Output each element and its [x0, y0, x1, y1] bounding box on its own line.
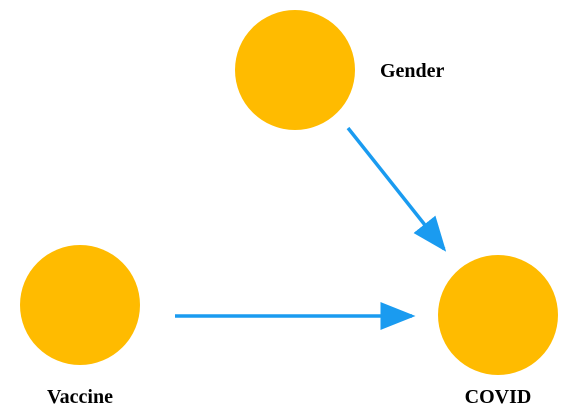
node-covid-label: COVID	[465, 386, 532, 408]
node-gender-label: Gender	[380, 60, 445, 82]
node-vaccine-circle	[20, 245, 140, 365]
edge-gender-to-covid	[346, 126, 447, 252]
node-gender-circle	[235, 10, 355, 130]
node-vaccine: Vaccine	[20, 245, 140, 408]
node-vaccine-label: Vaccine	[47, 386, 113, 408]
node-covid: COVID	[438, 255, 558, 408]
node-gender: Gender	[235, 10, 445, 130]
node-covid-circle	[438, 255, 558, 375]
